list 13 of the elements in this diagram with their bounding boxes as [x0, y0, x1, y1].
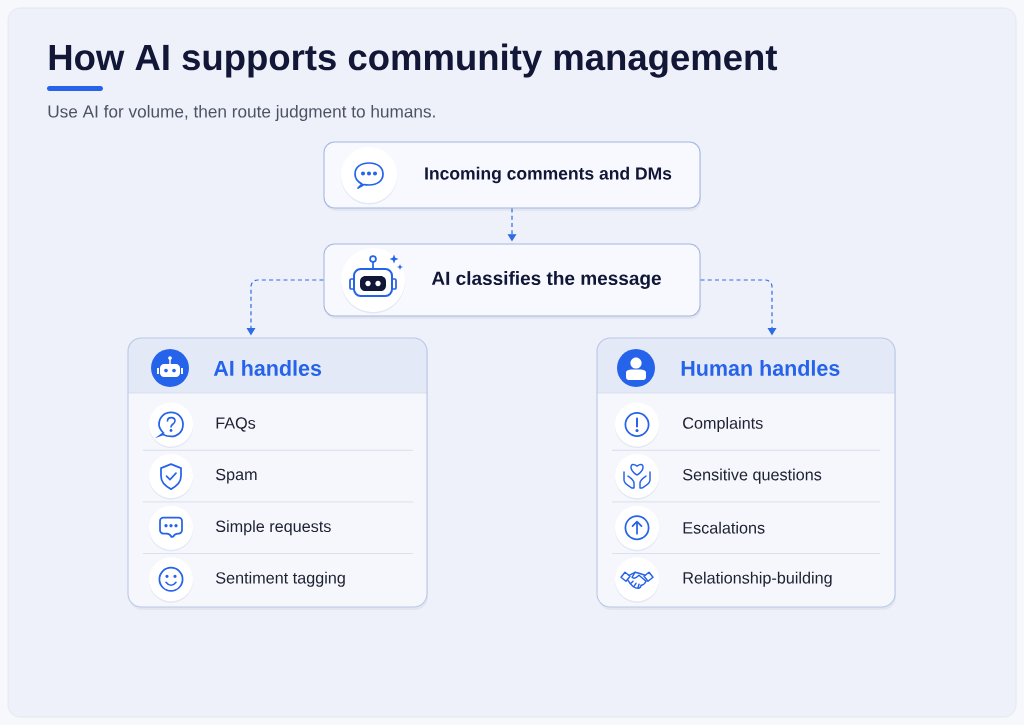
list-item: Spam	[216, 468, 257, 484]
list-item: Escalations	[683, 521, 765, 534]
list-item: Simple requests	[216, 520, 331, 536]
list-item: Sensitive questions	[683, 468, 822, 484]
panel-heading: Human handles	[681, 360, 840, 376]
panel-heading: AI handles	[213, 360, 322, 376]
list-item: Sentiment tagging	[216, 571, 345, 587]
list-item: Relationship-building	[683, 571, 832, 587]
title: How AI supports community management	[49, 43, 778, 78]
subtitle: Use AI for volume, then route judgment to humans.	[48, 105, 435, 121]
list-item: FAQs	[216, 417, 256, 432]
process-box: Incoming comments and DMs	[323, 141, 701, 211]
list-item: Complaints	[683, 416, 763, 433]
